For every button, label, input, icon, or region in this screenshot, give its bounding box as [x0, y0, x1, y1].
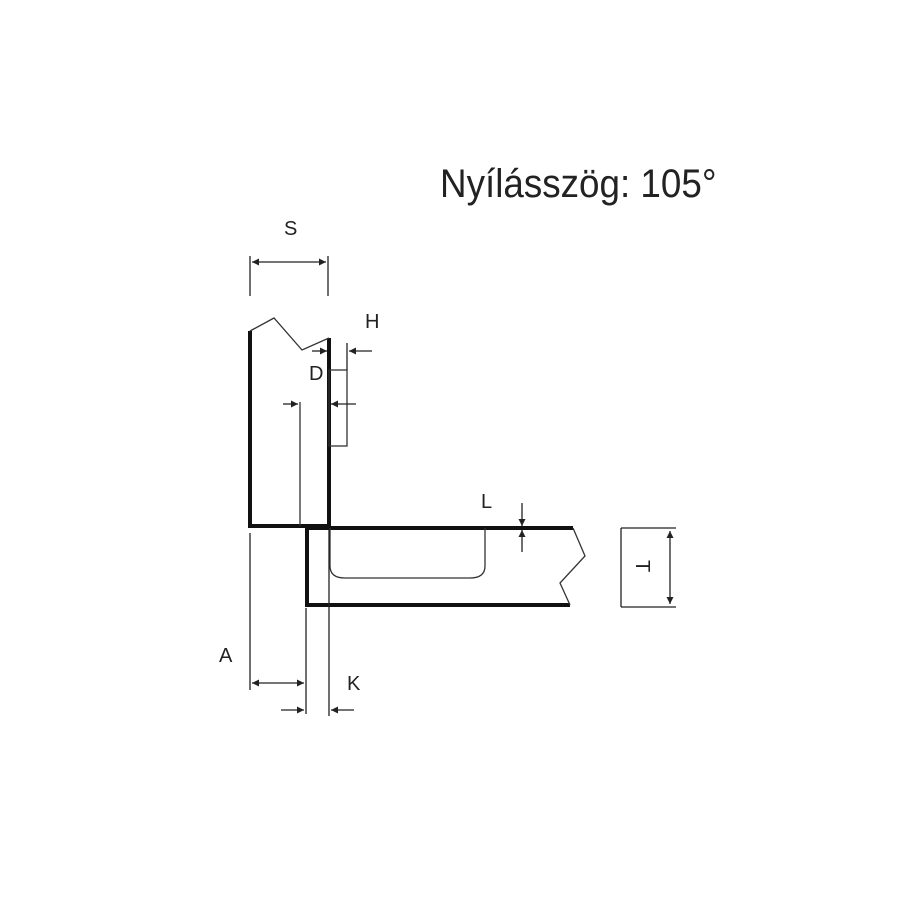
dimension-k: K: [281, 530, 361, 716]
dimension-l: L: [481, 491, 526, 552]
cabinet-side-panel: [305, 526, 586, 607]
label-d: D: [309, 363, 323, 385]
dimension-d: D: [283, 363, 356, 408]
dimension-a: A: [219, 533, 307, 714]
mounting-plate: [329, 528, 486, 579]
cabinet-break-line: [559, 527, 586, 606]
dimension-h: H: [312, 311, 379, 370]
label-a: A: [219, 645, 233, 667]
label-l: L: [481, 491, 492, 513]
door-panel: [248, 317, 348, 528]
opening-angle-title: Nyílásszög: 105°: [440, 162, 717, 206]
dimension-s: S: [249, 218, 329, 296]
door-outline: [248, 331, 331, 528]
cabinet-outline: [305, 526, 573, 607]
label-s: S: [284, 218, 297, 240]
door-break-line: [249, 317, 330, 351]
label-h: H: [365, 311, 379, 333]
label-k: K: [347, 673, 361, 695]
dimension-t: T: [620, 527, 676, 608]
label-t: T: [631, 560, 653, 572]
hinge-plate: [328, 369, 348, 447]
